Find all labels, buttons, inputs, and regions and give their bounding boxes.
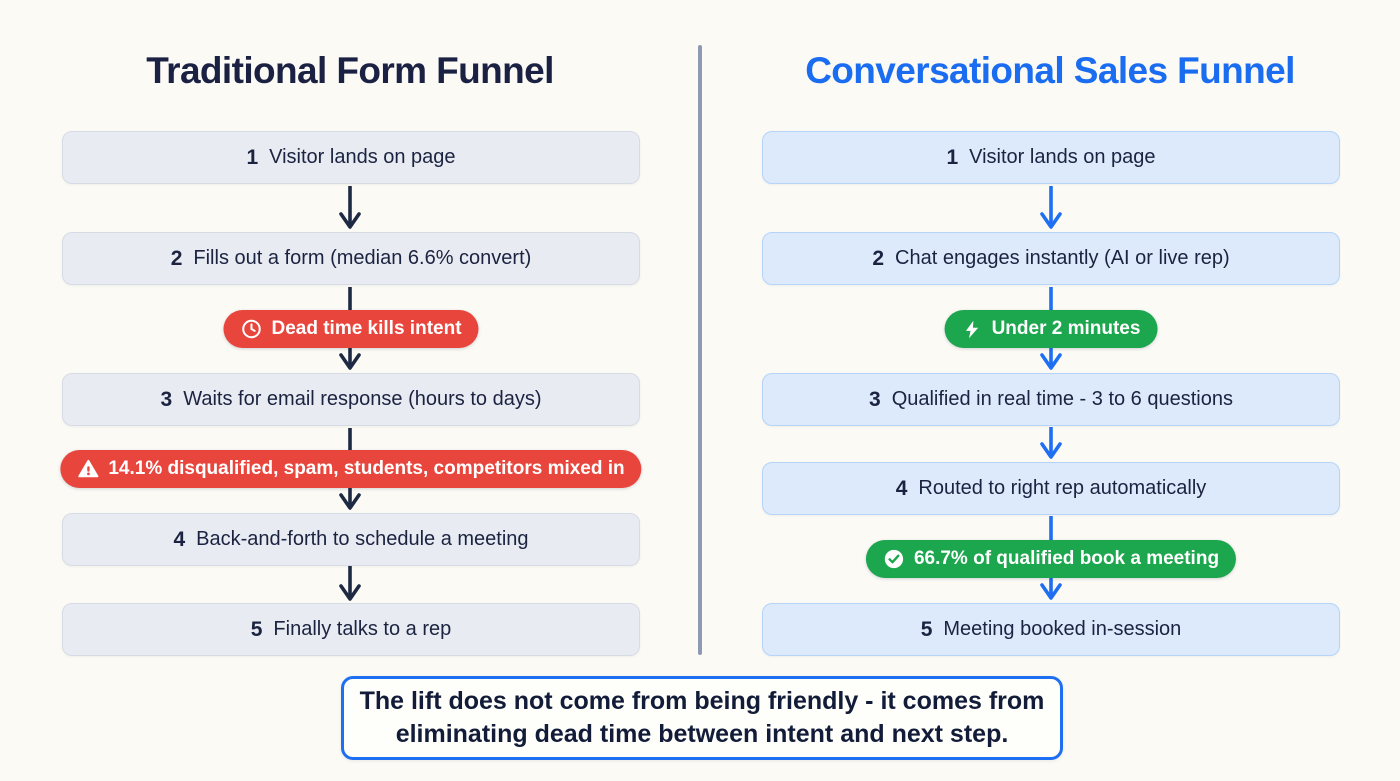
step-label: Visitor lands on page: [969, 146, 1156, 168]
bolt-icon: [965, 320, 979, 338]
step-label: Meeting booked in-session: [943, 618, 1182, 640]
step-number: 2: [872, 246, 885, 270]
step-number: 1: [946, 145, 959, 169]
right-title: Conversational Sales Funnel: [805, 50, 1295, 91]
badge-label: Under 2 minutes: [991, 318, 1141, 339]
left-step-1: 1 Visitor lands on page: [62, 131, 640, 184]
footer-line-1: The lift does not come from being friend…: [359, 687, 1045, 715]
left-step-4: 4 Back-and-forth to schedule a meeting: [62, 513, 640, 566]
step-number: 4: [895, 476, 908, 500]
check-circle-icon: [884, 549, 904, 569]
flow-arrow: [339, 186, 361, 229]
flow-arrow: [1040, 427, 1062, 459]
alert-badge-dead-time: Dead time kills intent: [223, 310, 479, 348]
step-number: 1: [246, 145, 259, 169]
footer-note: The lift does not come from being friend…: [341, 676, 1063, 760]
step-number: 4: [173, 527, 186, 551]
flow-arrow: [339, 566, 361, 601]
footer-line-2: eliminating dead time between intent and…: [395, 720, 1009, 748]
step-number: 3: [869, 387, 881, 411]
right-step-4: 4 Routed to right rep automatically: [762, 462, 1340, 515]
left-step-3: 3 Waits for email response (hours to day…: [62, 373, 640, 426]
step-label: Chat engages instantly (AI or live rep): [895, 247, 1230, 269]
alert-badge-disqualified: 14.1% disqualified, spam, students, comp…: [60, 450, 642, 488]
right-step-1: 1 Visitor lands on page: [762, 131, 1340, 184]
success-badge-under-2-minutes: Under 2 minutes: [944, 310, 1158, 348]
step-number: 5: [250, 617, 263, 641]
right-step-5: 5 Meeting booked in-session: [762, 603, 1340, 656]
step-label: Finally talks to a rep: [273, 618, 452, 640]
step-label: Fills out a form (median 6.6% convert): [193, 247, 532, 269]
left-step-2: 2 Fills out a form (median 6.6% convert): [62, 232, 640, 285]
step-label: Back-and-forth to schedule a meeting: [196, 528, 529, 550]
step-number: 2: [170, 246, 183, 270]
warning-icon: [78, 459, 99, 478]
clock-icon: [242, 319, 261, 339]
column-divider: [698, 45, 702, 655]
step-label: Qualified in real time - 3 to 6 question…: [891, 388, 1233, 410]
right-step-2: 2 Chat engages instantly (AI or live rep…: [762, 232, 1340, 285]
step-number: 5: [920, 617, 933, 641]
badge-label: 14.1% disqualified, spam, students, comp…: [108, 458, 625, 479]
step-label: Routed to right rep automatically: [918, 477, 1207, 499]
step-label: Visitor lands on page: [269, 146, 456, 168]
step-number: 3: [160, 387, 173, 411]
flow-arrow: [1040, 186, 1062, 229]
left-step-5: 5 Finally talks to a rep: [62, 603, 640, 656]
step-label: Waits for email response (hours to days): [183, 388, 542, 410]
right-step-3: 3 Qualified in real time - 3 to 6 questi…: [762, 373, 1340, 426]
badge-label: Dead time kills intent: [271, 318, 462, 339]
badge-label: 66.7% of qualified book a meeting: [913, 548, 1220, 569]
left-title: Traditional Form Funnel: [146, 50, 554, 91]
success-badge-book-rate: 66.7% of qualified book a meeting: [865, 540, 1237, 578]
